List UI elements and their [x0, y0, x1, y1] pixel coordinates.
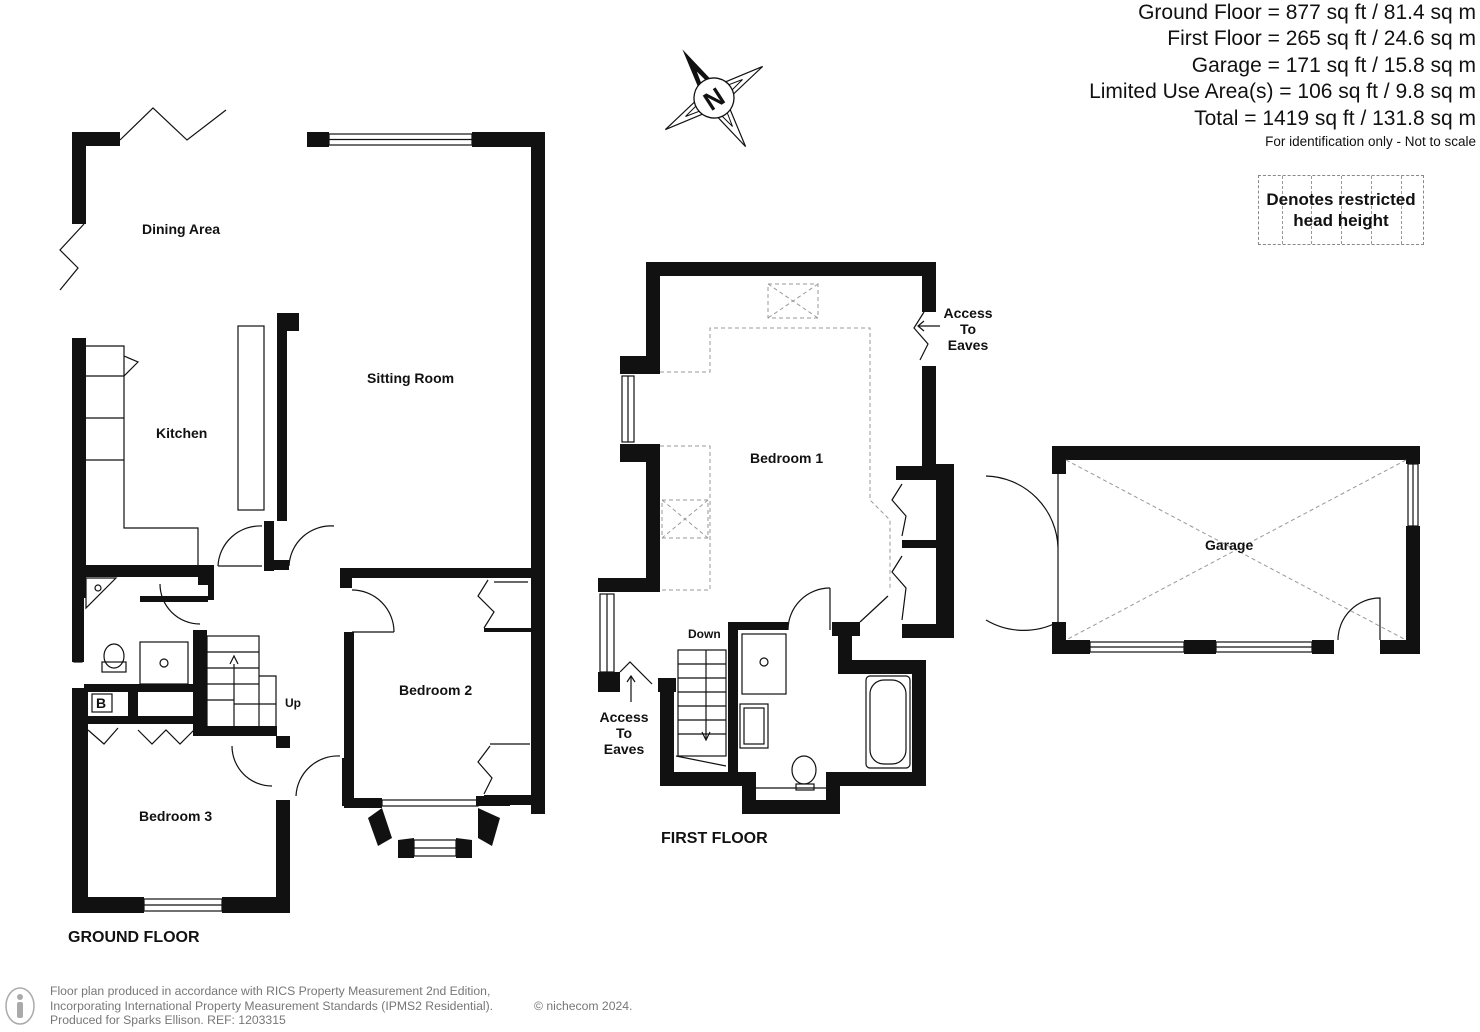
- room-label-dining-area: Dining Area: [142, 221, 221, 237]
- room-label-bedroom-1: Bedroom 1: [750, 450, 824, 466]
- garage-walls: [1052, 446, 1420, 654]
- eaves-access-bottom-label: Access To Eaves: [596, 709, 652, 757]
- footer-line-1: Floor plan produced in accordance with R…: [50, 984, 491, 998]
- restricted-height-outline: [660, 283, 891, 591]
- footer-line-3: Produced for Sparks Ellison. REF: 120331…: [50, 1013, 286, 1028]
- room-label-sitting-room: Sitting Room: [367, 370, 455, 386]
- eaves-top-line-1: Access: [943, 305, 993, 321]
- nichecom-logo-icon: [5, 987, 35, 1025]
- garage-details: [985, 463, 1419, 653]
- eaves-top-line-3: Eaves: [947, 337, 989, 353]
- stairs-up-label: Up: [285, 696, 301, 710]
- room-label-bedroom-2: Bedroom 2: [399, 682, 473, 698]
- footer-disclaimer: Floor plan produced in accordance with R…: [50, 984, 632, 1028]
- area-limited-use: Limited Use Area(s) = 106 sq ft / 9.8 sq…: [1089, 80, 1476, 104]
- eaves-access-top-label: Access To Eaves: [940, 305, 996, 353]
- room-label-garage: Garage: [1205, 537, 1254, 553]
- legend-text: Denotes restricted head height: [1266, 190, 1416, 230]
- area-ground-floor: Ground Floor = 877 sq ft / 81.4 sq m: [1138, 1, 1476, 24]
- stairs-down-label: Down: [688, 627, 721, 641]
- ground-floor-walls: [72, 132, 545, 913]
- compass-rose: [664, 49, 764, 148]
- footer-line-2: Incorporating International Property Mea…: [50, 998, 494, 1013]
- ground-floor-title: GROUND FLOOR: [68, 929, 200, 946]
- eaves-bottom-line-3: Eaves: [603, 741, 645, 757]
- area-summary: Ground Floor = 877 sq ft / 81.4 sq m Fir…: [1089, 0, 1476, 132]
- eaves-bottom-line-1: Access: [599, 709, 649, 725]
- restricted-height-legend: Denotes restricted head height: [1258, 175, 1424, 245]
- ground-floor-details: [59, 107, 530, 912]
- first-floor-walls: [598, 262, 954, 814]
- room-label-bedroom-3: Bedroom 3: [139, 808, 213, 824]
- area-first-floor: First Floor = 265 sq ft / 24.6 sq m: [1167, 27, 1476, 51]
- boiler-label: B: [96, 695, 107, 711]
- footer-copyright: © nichecom 2024.: [534, 998, 633, 1013]
- eaves-top-line-2: To: [959, 321, 977, 337]
- first-floor-details: [599, 311, 940, 791]
- identification-note: For identification only - Not to scale: [1265, 134, 1476, 149]
- first-floor-title: FIRST FLOOR: [661, 830, 768, 847]
- eaves-bottom-line-2: To: [615, 725, 633, 741]
- garage-diagonals: [1065, 459, 1407, 641]
- area-total: Total = 1419 sq ft / 131.8 sq m: [1194, 106, 1476, 130]
- area-garage: Garage = 171 sq ft / 15.8 sq m: [1191, 53, 1476, 77]
- room-label-kitchen: Kitchen: [156, 425, 208, 441]
